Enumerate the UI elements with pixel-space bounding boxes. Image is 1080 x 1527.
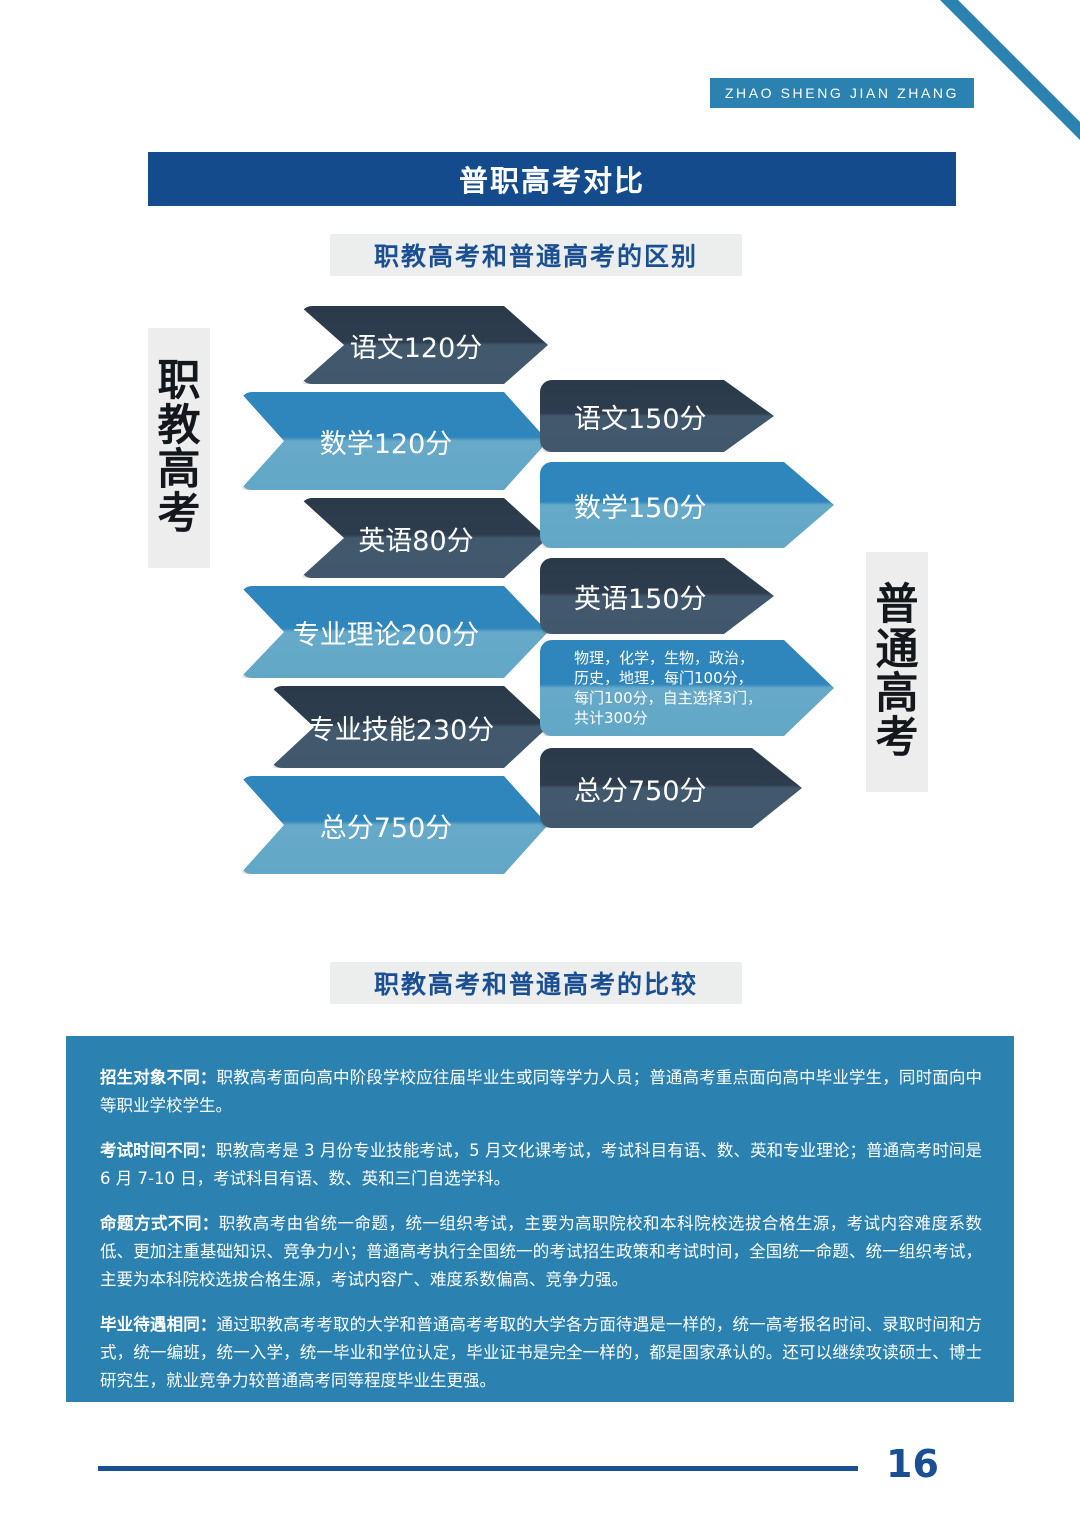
- comparison-row-2-body: 职教高考由省统一命题，统一组织考试，主要为高职院校和本科院校选拔合格生源，考试内…: [100, 1213, 983, 1290]
- comparison-row-3-body: 通过职教高考考取的大学和普通高考考取的大学各方面待遇是一样的，统一高考报名时间、…: [100, 1314, 983, 1391]
- side-label-regular-char-0: 普: [875, 580, 919, 631]
- section-heading-comparison-text: 职教高考和普通高考的比较: [373, 970, 698, 999]
- comparison-row-1-key: 考试时间不同：: [100, 1140, 216, 1160]
- exam-comparison-diagram: 语文120分 数学120分 英语80分 专业理论200分 专业技能230分 总分…: [0, 296, 1080, 876]
- side-label-vocational-char-0: 职: [157, 356, 201, 407]
- vocational-arrow-1-label: 数学120分: [319, 428, 453, 460]
- section-heading-difference-text: 职教高考和普通高考的区别: [373, 242, 698, 271]
- comparison-row-3: 毕业待遇相同：通过职教高考考取的大学和普通高考考取的大学各方面待遇是一样的，统一…: [100, 1311, 982, 1396]
- comparison-row-1-body: 职教高考是 3 月份专业技能考试，5 月文化课考试，考试科目有语、数、英和专业理…: [100, 1140, 982, 1189]
- comparison-row-1-text: 考试时间不同：职教高考是 3 月份专业技能考试，5 月文化课考试，考试科目有语、…: [100, 1137, 982, 1194]
- vocational-arrow-5: 总分750分: [240, 776, 548, 874]
- section-heading-difference: 职教高考和普通高考的区别: [330, 234, 742, 276]
- vocational-arrow-2: 英语80分: [300, 498, 548, 578]
- comparison-row-3-key: 毕业待遇相同：: [100, 1314, 217, 1334]
- comparison-row-3-text: 毕业待遇相同：通过职教高考考取的大学和普通高考考取的大学各方面待遇是一样的，统一…: [100, 1311, 982, 1396]
- regular-arrow-0: 语文150分: [540, 380, 774, 452]
- page-title-bar: 普职高考对比: [148, 152, 956, 206]
- regular-arrow-2-label: 英语150分: [574, 583, 707, 615]
- comparison-row-2-key: 命题方式不同：: [100, 1213, 219, 1233]
- vocational-arrow-0: 语文120分: [300, 306, 548, 384]
- comparison-row-1: 考试时间不同：职教高考是 3 月份专业技能考试，5 月文化课考试，考试科目有语、…: [100, 1137, 982, 1194]
- vocational-arrow-2-label: 英语80分: [358, 525, 474, 557]
- vocational-arrow-1: 数学120分: [240, 392, 548, 490]
- side-label-vocational-char-2: 高: [157, 445, 201, 495]
- page-number: 16: [886, 1442, 939, 1486]
- side-label-vocational-char-3: 考: [157, 489, 201, 540]
- vocational-arrow-3: 专业理论200分: [240, 586, 548, 678]
- vocational-arrow-4-label: 专业技能230分: [307, 714, 495, 746]
- vocational-arrow-5-label: 总分750分: [319, 812, 453, 844]
- comparison-row-2: 命题方式不同：职教高考由省统一命题，统一组织考试，主要为高职院校和本科院校选拔合…: [100, 1210, 982, 1295]
- footer-divider: [98, 1466, 858, 1471]
- regular-arrow-3-label: 物理，化学，生物，政治， 历史，地理，每门100分， 每门100分，自主选择3门…: [574, 648, 763, 728]
- side-label-vocational: 职 教 高 考: [148, 328, 210, 568]
- side-label-vocational-char-1: 教: [157, 400, 201, 451]
- section-heading-comparison: 职教高考和普通高考的比较: [330, 962, 742, 1004]
- vocational-arrow-0-label: 语文120分: [349, 332, 483, 364]
- side-label-regular-char-3: 考: [875, 713, 919, 764]
- comparison-row-0: 招生对象不同：职教高考面向高中阶段学校应往届毕业生或同等学力人员；普通高考重点面…: [100, 1064, 982, 1121]
- side-label-regular-char-2: 高: [875, 669, 919, 719]
- regular-arrow-1-label: 数学150分: [574, 492, 707, 524]
- corner-decoration: [940, 0, 1080, 140]
- comparison-row-2-text: 命题方式不同：职教高考由省统一命题，统一组织考试，主要为高职院校和本科院校选拔合…: [100, 1210, 982, 1295]
- side-label-regular: 普 通 高 考: [866, 552, 928, 792]
- regular-arrow-1: 数学150分: [540, 462, 834, 548]
- regular-arrow-4: 总分750分: [540, 748, 802, 828]
- regular-arrow-0-label: 语文150分: [574, 403, 707, 435]
- regular-arrow-3: 物理，化学，生物，政治， 历史，地理，每门100分， 每门100分，自主选择3门…: [540, 640, 834, 736]
- vocational-arrow-3-label: 专业理论200分: [292, 619, 480, 651]
- comparison-row-0-key: 招生对象不同：: [100, 1068, 217, 1087]
- side-label-regular-char-1: 通: [875, 624, 919, 675]
- pinyin-badge: ZHAO SHENG JIAN ZHANG: [710, 78, 974, 108]
- comparison-row-0-text: 招生对象不同：职教高考面向高中阶段学校应往届毕业生或同等学力人员；普通高考重点面…: [100, 1064, 982, 1121]
- page-title: 普职高考对比: [458, 164, 645, 198]
- vocational-arrow-4: 专业技能230分: [270, 686, 548, 768]
- regular-arrow-4-label: 总分750分: [574, 775, 707, 807]
- comparison-row-0-body: 职教高考面向高中阶段学校应往届毕业生或同等学力人员；普通高考重点面向高中毕业学生…: [100, 1068, 983, 1116]
- comparison-panel: 招生对象不同：职教高考面向高中阶段学校应往届毕业生或同等学力人员；普通高考重点面…: [66, 1036, 1014, 1402]
- regular-arrow-2: 英语150分: [540, 558, 774, 634]
